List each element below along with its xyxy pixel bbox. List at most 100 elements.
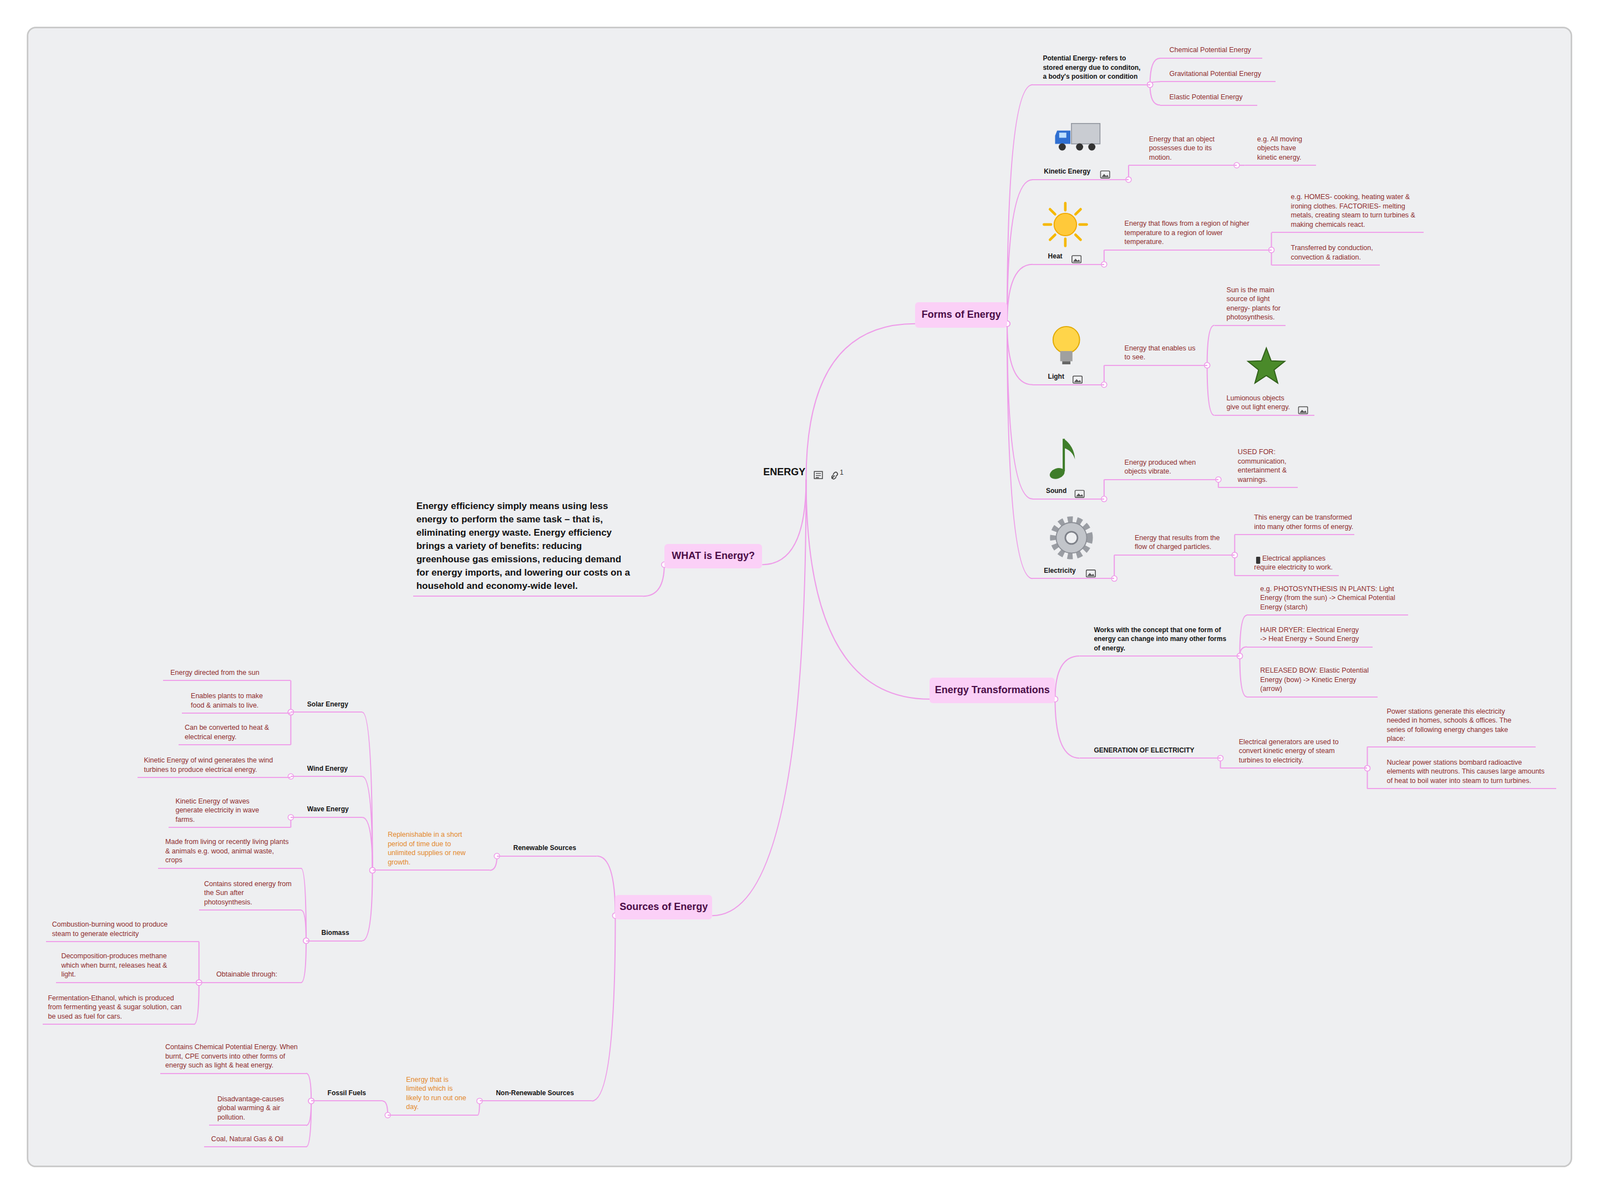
central-topic: ENERGY xyxy=(760,466,812,479)
topic-text: Energy directed from the sun xyxy=(170,668,275,678)
star-icon xyxy=(1247,348,1285,384)
branch-connector xyxy=(1150,84,1161,106)
subtopic: Solar Energy xyxy=(290,699,363,714)
topic-text: Sources of Energy xyxy=(619,901,708,913)
main-topic-box: Forms of Energy xyxy=(915,302,1008,328)
topic-text: GENERATION OF ELECTRICITY xyxy=(1093,745,1208,756)
topic-text: Kinetic Energy of waves generate electri… xyxy=(175,796,273,825)
branch-connector xyxy=(1054,699,1080,759)
topic-text: Forms of Energy xyxy=(921,308,1002,321)
topic-text: Energy efficiency simply means using les… xyxy=(416,499,636,593)
detail-topic: Energy produced when objects vibrate. xyxy=(1104,458,1219,481)
topic-text: Solar Energy xyxy=(307,699,357,710)
topic-text: Fermentation-Ethanol, which is produced … xyxy=(47,993,183,1022)
subtopic: Biomass xyxy=(306,928,363,942)
detail-topic: Fermentation-Ethanol, which is produced … xyxy=(42,993,194,1026)
detail-topic: Lumionous objects give out light energy. xyxy=(1214,393,1315,416)
branch-connector xyxy=(306,1073,312,1102)
detail-topic: Combustion-burning wood to produce steam… xyxy=(46,920,200,943)
branch-connector xyxy=(1113,555,1115,579)
subtopic: Potential Energy- refers to stored energ… xyxy=(1032,53,1151,86)
topic-text: Elastic Potential Energy xyxy=(1169,92,1262,103)
detail-topic: RELEASED BOW: Elastic Potential Energy (… xyxy=(1246,666,1378,698)
topic-text: Energy that results from the flow of cha… xyxy=(1134,533,1222,552)
branch-connector xyxy=(642,564,665,597)
subtopic: Renewable Sources xyxy=(496,843,597,857)
branch-connector xyxy=(1054,656,1080,700)
topic-text: Obtainable through: xyxy=(216,969,297,980)
topic-text: Kinetic Energy of wind generates the win… xyxy=(143,755,277,775)
link-count: 1 xyxy=(839,468,844,477)
detail-topic: Decomposition-produces methane which whe… xyxy=(56,951,200,984)
gear-icon xyxy=(1053,519,1090,557)
topic-text: Potential Energy- refers to stored energ… xyxy=(1042,53,1142,82)
branch-connector xyxy=(1239,656,1247,698)
topic-text: USED FOR: communication, entertainment &… xyxy=(1237,447,1302,485)
topic-text: Chemical Potential Energy xyxy=(1169,45,1267,55)
phone-icon xyxy=(1256,556,1261,565)
topic-text: Light xyxy=(1048,372,1079,382)
subtopic: Kinetic Energy xyxy=(1032,166,1129,181)
topic-text: Combustion-burning wood to produce steam… xyxy=(52,920,187,939)
branch-connector xyxy=(362,870,373,941)
detail-topic: Obtainable through: xyxy=(199,969,302,984)
main-topic-box: Energy Transformations xyxy=(929,677,1055,704)
branch-connector xyxy=(762,479,806,566)
image-icon xyxy=(1073,376,1083,384)
topic-text: RELEASED BOW: Elastic Potential Energy (… xyxy=(1260,666,1375,694)
topic-text: e.g. HOMES- cooking, heating water & iro… xyxy=(1290,192,1426,230)
main-topic-box: Sources of Energy xyxy=(615,895,713,920)
topic-text: HAIR DRYER: Electrical Energy -> Heat En… xyxy=(1260,625,1363,644)
canvas-frame xyxy=(27,27,1572,1167)
branch-connector xyxy=(1007,264,1033,324)
branch-connector xyxy=(1239,615,1247,657)
topic-text: Energy that is limited which is likely t… xyxy=(405,1075,467,1112)
topic-text: Made from living or recently living plan… xyxy=(165,837,290,866)
branch-connector xyxy=(1007,323,1033,385)
main-topic-box: WHAT is Energy? xyxy=(664,544,763,569)
subtopic: Fossil Fuels xyxy=(311,1088,383,1102)
note-topic: Energy that is limited which is likely t… xyxy=(387,1075,478,1116)
topic-text: Contains Chemical Potential Energy. When… xyxy=(165,1042,301,1071)
branch-connector xyxy=(591,915,616,1101)
detail-topic: HAIR DRYER: Electrical Energy -> Heat En… xyxy=(1246,625,1373,648)
image-icon xyxy=(1086,570,1096,578)
topic-text: e.g. PHOTOSYNTHESIS IN PLANTS: Light Ene… xyxy=(1260,584,1405,613)
topic-text: This energy can be transformed into many… xyxy=(1253,512,1354,532)
topic-text: Gravitational Potential Energy xyxy=(1169,69,1277,79)
detail-topic: Kinetic Energy of waves generate electri… xyxy=(168,796,292,829)
branch-connector xyxy=(362,776,373,871)
topic-text: Energy that an object possesses due to i… xyxy=(1149,134,1223,163)
topic-text: Electrical generators are used to conver… xyxy=(1238,737,1358,766)
subtopic: Non-Renewable Sources xyxy=(479,1088,592,1102)
topic-text: Energy that enables us to see. xyxy=(1124,343,1198,363)
detail-topic: Made from living or recently living plan… xyxy=(158,837,302,870)
topic-text: Energy Transformations xyxy=(935,684,1050,697)
subtopic: Electricity xyxy=(1032,566,1115,580)
branch-connector xyxy=(362,712,373,871)
detail-topic: Coal, Natural Gas & Oil xyxy=(204,1134,307,1149)
subtopic: Works with the concept that one form of … xyxy=(1079,625,1241,658)
topic-text: Enables plants to make food & animals to… xyxy=(190,691,271,710)
detail-topic: Energy directed from the sun xyxy=(163,668,291,682)
detail-topic: Energy that flows from a region of highe… xyxy=(1104,219,1272,251)
music-note-icon xyxy=(1048,438,1075,481)
sun-icon xyxy=(1043,202,1087,246)
topic-text: Disadvantage-causes global warming & air… xyxy=(217,1094,298,1123)
topic-text: WHAT is Energy? xyxy=(671,550,755,562)
topic-text: Electricity xyxy=(1043,566,1090,576)
topic-text: Wave Energy xyxy=(307,804,357,815)
topic-text: Transferred by conduction, convection & … xyxy=(1290,243,1381,262)
detail-topic: Electrical appliances require electricit… xyxy=(1234,554,1339,577)
topic-text: Electrical appliances require electricit… xyxy=(1253,554,1340,573)
paragraph-topic: Energy efficiency simply means using les… xyxy=(413,499,643,597)
truck-icon xyxy=(1054,123,1100,151)
branch-connector xyxy=(1207,325,1215,366)
detail-topic: Sun is the main source of light energy- … xyxy=(1214,285,1287,327)
branch-connector xyxy=(306,1100,312,1147)
topic-text: Works with the concept that one form of … xyxy=(1093,625,1227,654)
topic-text: Replenishable in a short period of time … xyxy=(387,830,478,867)
topic-text: Lumionous objects give out light energy. xyxy=(1226,393,1297,413)
branch-connector xyxy=(362,817,373,871)
